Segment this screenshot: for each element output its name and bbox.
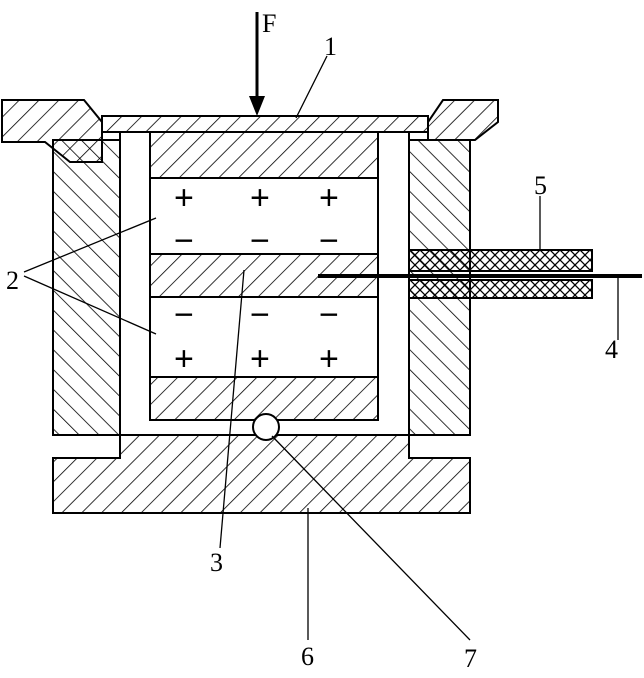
base <box>52 434 471 514</box>
cover-top-plate <box>101 115 429 133</box>
insulating-sleeve-top <box>408 249 593 272</box>
steel-ball <box>252 413 280 441</box>
charge-minus-upper-3: − <box>319 222 339 260</box>
cover-flange-right <box>427 99 499 141</box>
housing-left-wall <box>52 139 121 436</box>
lower-crystal-plate <box>149 296 379 378</box>
label-electrode: 3 <box>210 548 223 577</box>
label-base: 6 <box>301 642 314 671</box>
upper-mass-block <box>149 131 379 179</box>
force-arrow-head <box>249 96 265 116</box>
label-crystal-plates: 2 <box>6 266 19 295</box>
charge-minus-lower-1: − <box>174 296 194 334</box>
charge-plus-lower-1: + <box>174 340 194 378</box>
insulating-sleeve-bottom <box>408 279 593 299</box>
leader-line-2b <box>23 275 157 335</box>
charge-plus-upper-3: + <box>319 179 339 217</box>
force-label: F <box>262 9 276 38</box>
charge-plus-upper-1: + <box>174 179 194 217</box>
leader-line-7 <box>271 435 471 641</box>
label-lead-wire: 4 <box>605 335 618 364</box>
charge-minus-upper-1: − <box>174 222 194 260</box>
cover-flange-left <box>1 99 103 163</box>
leader-line-2a <box>23 217 157 273</box>
leader-line-1 <box>295 55 328 119</box>
charge-minus-lower-2: − <box>250 296 270 334</box>
charge-minus-upper-2: − <box>250 222 270 260</box>
lower-mass-block <box>149 376 379 421</box>
label-insulating-sleeve: 5 <box>534 171 547 200</box>
label-ball: 7 <box>464 644 477 673</box>
charge-minus-lower-3: − <box>319 296 339 334</box>
charge-plus-upper-2: + <box>250 179 270 217</box>
label-cover: 1 <box>324 32 337 61</box>
upper-crystal-plate <box>149 177 379 255</box>
charge-plus-lower-3: + <box>319 340 339 378</box>
leader-line-3 <box>219 269 245 549</box>
charge-plus-lower-2: + <box>250 340 270 378</box>
